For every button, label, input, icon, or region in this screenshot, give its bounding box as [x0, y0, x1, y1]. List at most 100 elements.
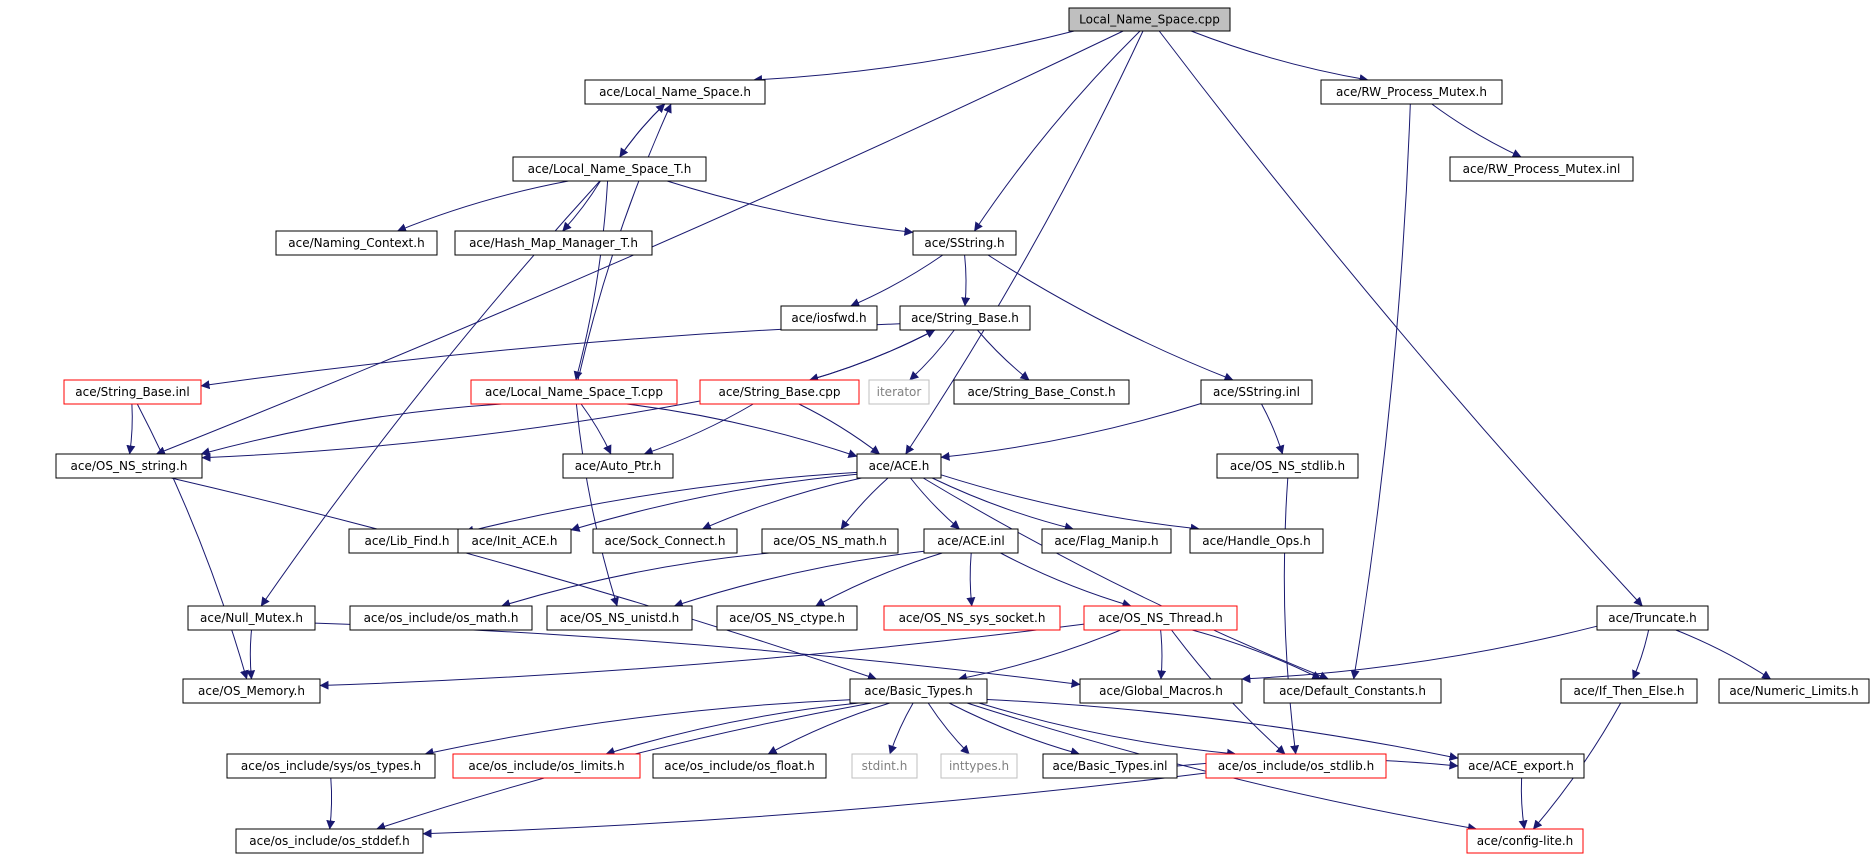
edge-null_mutex-to-os_memory: [246, 629, 256, 680]
node-os-string[interactable]: ace/OS_NS_string.h: [55, 453, 203, 479]
node-box: [187, 605, 316, 631]
node-label: ace/String_Base.h: [911, 311, 1019, 325]
node-os-sys-socket[interactable]: ace/OS_NS_sys_socket.h: [883, 605, 1061, 631]
node-box: [912, 230, 1017, 256]
edge-lnst_h-to-sstring_h: [666, 180, 914, 236]
node-os-unistd[interactable]: ace/OS_NS_unistd.h: [546, 605, 693, 631]
node-sstring-inl[interactable]: ace/SString.inl: [1200, 379, 1313, 405]
edge-rwpm_h-to-default_const: [1350, 103, 1411, 680]
node-lib-find[interactable]: ace/Lib_Find.h: [348, 528, 466, 554]
node-box: [457, 528, 572, 554]
node-label: ace/If_Then_Else.h: [1573, 684, 1684, 698]
node-box: [1466, 828, 1584, 854]
edge-os_thread-to-default_const: [1191, 629, 1322, 680]
node-sock-conn[interactable]: ace/Sock_Connect.h: [592, 528, 738, 554]
node-box: [716, 605, 858, 631]
node-box: [1263, 678, 1442, 704]
node-box: [923, 528, 1019, 554]
node-osinc-stddef[interactable]: ace/os_include/os_stddef.h: [235, 828, 424, 854]
edge-sb_h-to-sb_cpp: [809, 329, 936, 382]
node-flag-manip[interactable]: ace/Flag_Manip.h: [1041, 528, 1172, 554]
node-sb-inl[interactable]: ace/String_Base.inl: [63, 379, 202, 405]
node-label: ace/RW_Process_Mutex.inl: [1463, 162, 1621, 176]
node-basic-types[interactable]: ace/Basic_Types.h: [849, 678, 988, 704]
node-ace-h[interactable]: ace/ACE.h: [856, 453, 942, 479]
edge-ace_inl-to-os_unistd: [673, 550, 925, 608]
node-box: [452, 753, 641, 779]
node-label: ace/os_include/os_float.h: [664, 759, 814, 773]
node-label: ace/Naming_Context.h: [288, 236, 424, 250]
node-label: ace/String_Base.inl: [75, 385, 190, 399]
node-bt-inl[interactable]: ace/Basic_Types.inl: [1042, 753, 1178, 779]
node-osinc-stdlib[interactable]: ace/os_include/os_stdlib.h: [1205, 753, 1387, 779]
node-numeric-limits[interactable]: ace/Numeric_Limits.h: [1718, 678, 1870, 704]
node-box: [849, 678, 988, 704]
node-box: [1457, 753, 1585, 779]
node-rwpm-h[interactable]: ace/RW_Process_Mutex.h: [1320, 79, 1503, 105]
node-box: [1449, 156, 1634, 182]
edge-lnst_h-to-lnst_cpp: [573, 180, 609, 381]
edge-basic_types-to-osinc_float: [767, 702, 891, 755]
node-sbc-h[interactable]: ace/String_Base_Const.h: [953, 379, 1130, 405]
node-stdint[interactable]: stdint.h: [851, 753, 918, 779]
node-lns-h[interactable]: ace/Local_Name_Space.h: [584, 79, 766, 105]
node-label: ace/OS_NS_math.h: [773, 534, 887, 548]
edge-lnst_h-to-naming_ctx: [397, 180, 569, 232]
node-auto-ptr[interactable]: ace/Auto_Ptr.h: [562, 453, 674, 479]
node-box: [63, 379, 202, 405]
node-default-const[interactable]: ace/Default_Constants.h: [1263, 678, 1442, 704]
node-sstring-h[interactable]: ace/SString.h: [912, 230, 1017, 256]
node-os-math-h[interactable]: ace/OS_NS_math.h: [761, 528, 899, 554]
edge-os_thread-to-global_macros: [1157, 629, 1167, 680]
node-sb-h[interactable]: ace/String_Base.h: [899, 305, 1031, 331]
node-sys-types[interactable]: ace/os_include/sys/os_types.h: [226, 753, 436, 779]
node-naming-ctx[interactable]: ace/Naming_Context.h: [275, 230, 438, 256]
node-label: ace/os_include/os_stdlib.h: [1218, 759, 1374, 773]
node-lnst-h[interactable]: ace/Local_Name_Space_T.h: [512, 156, 707, 182]
node-ace-inl[interactable]: ace/ACE.inl: [923, 528, 1019, 554]
node-inttypes[interactable]: inttypes.h: [940, 753, 1018, 779]
node-os-memory[interactable]: ace/OS_Memory.h: [182, 678, 321, 704]
node-handle-ops[interactable]: ace/Handle_Ops.h: [1189, 528, 1324, 554]
node-label: ace/Handle_Ops.h: [1202, 534, 1310, 548]
node-box: [1079, 678, 1243, 704]
edge-sb_cpp-to-ace_h: [798, 403, 880, 455]
node-root[interactable]: Local_Name_Space.cpp: [1068, 7, 1231, 32]
node-box: [512, 156, 707, 182]
node-os-ctype[interactable]: ace/OS_NS_ctype.h: [716, 605, 858, 631]
node-ace-export[interactable]: ace/ACE_export.h: [1457, 753, 1585, 779]
edge-root-to-lns_h: [753, 30, 1075, 85]
node-iosfwd[interactable]: ace/iosfwd.h: [780, 305, 878, 331]
node-label: ace/String_Base.cpp: [718, 385, 840, 399]
edge-lnst_cpp-to-auto_ptr: [580, 403, 612, 455]
node-box: [940, 753, 1018, 779]
node-sb-cpp[interactable]: ace/String_Base.cpp: [699, 379, 860, 405]
edge-os_thread-to-os_memory: [319, 623, 1085, 690]
node-label: stdint.h: [862, 759, 908, 773]
node-iterator[interactable]: iterator: [868, 379, 930, 405]
node-rwpm-inl[interactable]: ace/RW_Process_Mutex.inl: [1449, 156, 1634, 182]
node-osinc-math[interactable]: ace/os_include/os_math.h: [349, 605, 533, 631]
node-lnst-cpp[interactable]: ace/Local_Name_Space_T.cpp: [470, 379, 678, 405]
node-box: [953, 379, 1130, 405]
node-init-ace[interactable]: ace/Init_ACE.h: [457, 528, 572, 554]
node-os-thread[interactable]: ace/OS_NS_Thread.h: [1083, 605, 1238, 631]
edge-sstring_h-to-sb_h: [961, 254, 971, 307]
node-config-lite[interactable]: ace/config-lite.h: [1466, 828, 1584, 854]
node-if-then-else[interactable]: ace/If_Then_Else.h: [1560, 678, 1698, 704]
node-label: ace/Sock_Connect.h: [605, 534, 726, 548]
edge-os_thread-to-basic_types: [957, 629, 1121, 682]
node-os-stdlib-h[interactable]: ace/OS_NS_stdlib.h: [1216, 453, 1359, 479]
edge-ace_inl-to-os_thread: [1000, 552, 1132, 608]
node-osinc-float[interactable]: ace/os_include/os_float.h: [652, 753, 827, 779]
edge-sys_types-to-osinc_stddef: [326, 777, 336, 830]
node-box: [1718, 678, 1870, 704]
node-osinc-limits[interactable]: ace/os_include/os_limits.h: [452, 753, 641, 779]
node-hmm-t[interactable]: ace/Hash_Map_Manager_T.h: [454, 230, 653, 256]
edge-ace_h-to-init_ace: [570, 473, 858, 532]
node-box: [1596, 605, 1709, 631]
node-null-mutex[interactable]: ace/Null_Mutex.h: [187, 605, 316, 631]
edge-sb_cpp-to-sb_h: [809, 329, 936, 381]
node-global-macros[interactable]: ace/Global_Macros.h: [1079, 678, 1243, 704]
node-truncate[interactable]: ace/Truncate.h: [1596, 605, 1709, 631]
